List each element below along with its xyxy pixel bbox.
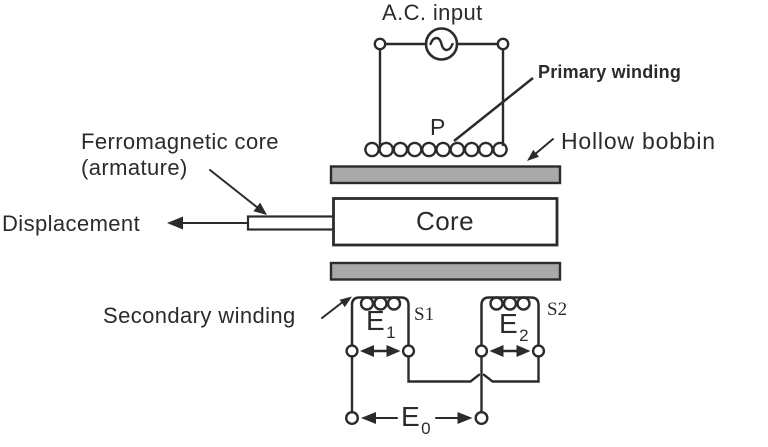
e0-label: E0	[401, 400, 431, 438]
output-terminal-right	[474, 411, 489, 426]
hollow-bobbin-label: Hollow bobbin	[561, 128, 716, 154]
ac-source-circuit	[373, 27, 510, 147]
ac-terminal-left	[373, 37, 387, 51]
primary-winding-label: Primary winding	[538, 62, 682, 82]
ferromagnetic-pointer-arrow	[209, 169, 267, 215]
displacement-arrow	[167, 216, 249, 230]
ferromagnetic-core-label: Ferromagnetic core (armature)	[81, 129, 279, 181]
core-rect	[332, 197, 559, 247]
ferromagnetic-core-label-line1: Ferromagnetic core	[81, 129, 279, 154]
secondary-coil-s2	[474, 296, 546, 358]
primary-pointer-line	[453, 77, 534, 142]
e1-label-base: E	[366, 305, 386, 336]
secondary-pointer-arrow	[321, 296, 352, 319]
primary-coil	[364, 141, 508, 158]
e2-label-sub: 2	[519, 326, 529, 345]
bobbin-top-bar	[329, 165, 562, 185]
sine-wave-icon	[429, 36, 454, 52]
s1-label: S1	[414, 304, 435, 325]
bobbin-bottom-bar	[329, 261, 562, 281]
core-rod	[246, 215, 338, 231]
hollow-bobbin-pointer-arrow	[527, 138, 554, 161]
ferromagnetic-core-label-line2: (armature)	[81, 154, 188, 180]
s2-terminal-right	[531, 344, 546, 358]
core-label: Core	[416, 206, 474, 237]
e0-arrows	[361, 412, 473, 424]
s1-terminal-right	[401, 344, 416, 358]
e2-label: E2	[499, 307, 529, 345]
s1-terminal-left	[345, 344, 359, 358]
output-wiring	[345, 355, 540, 426]
e1-double-arrow	[360, 345, 401, 357]
e2-double-arrow	[489, 345, 531, 357]
s2-label: S2	[547, 299, 568, 320]
e2-label-base: E	[499, 308, 519, 339]
secondary-winding-label: Secondary winding	[103, 303, 296, 328]
e1-label-sub: 1	[386, 323, 396, 342]
ac-terminal-right	[496, 37, 510, 51]
e1-label: E1	[366, 304, 396, 342]
s2-terminal-left	[474, 344, 489, 358]
e0-label-sub: 0	[421, 419, 431, 438]
ac-input-label: A.C. input	[382, 0, 483, 25]
output-terminal-left	[345, 411, 360, 426]
primary-coil-label: P	[430, 114, 446, 140]
e0-label-base: E	[401, 401, 421, 432]
displacement-label: Displacement	[2, 211, 141, 236]
